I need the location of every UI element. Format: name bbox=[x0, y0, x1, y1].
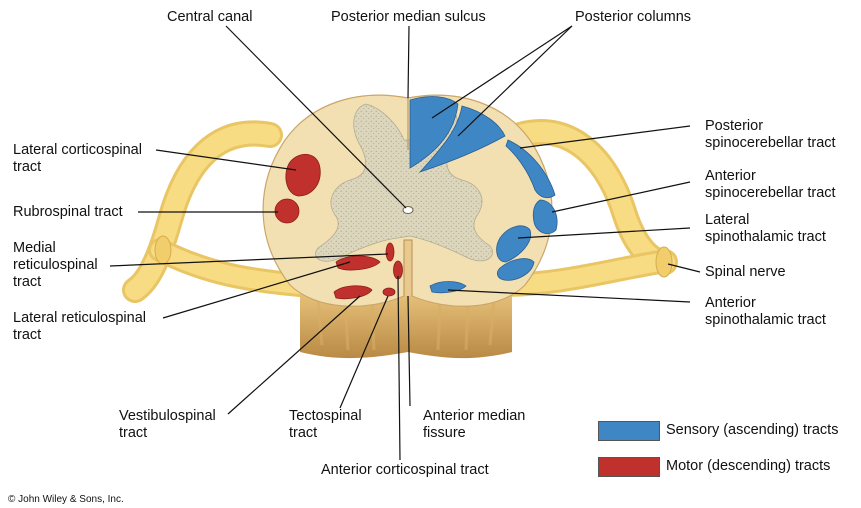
leader-posterior-columns-2 bbox=[458, 26, 572, 136]
label-rubrospinal-tract: Rubrospinal tract bbox=[13, 204, 123, 221]
label-posterior-median-sulcus: Posterior median sulcus bbox=[331, 9, 486, 26]
label-posterior-columns: Posterior columns bbox=[575, 9, 691, 26]
label-lateral-corticospinal-tract: Lateral corticospinal tract bbox=[13, 142, 142, 176]
anterior-median-fissure bbox=[404, 240, 412, 296]
label-anterior-median-fissure: Anterior median fissure bbox=[423, 408, 525, 442]
anterior-spinocerebellar-tract bbox=[533, 200, 557, 234]
label-medial-reticulospinal-tract: Medial reticulospinal tract bbox=[13, 240, 98, 291]
label-anterior-corticospinal-tract: Anterior corticospinal tract bbox=[321, 462, 489, 479]
label-tectospinal-tract: Tectospinal tract bbox=[289, 408, 362, 442]
label-posterior-spinocerebellar-tract: Posterior spinocerebellar tract bbox=[705, 118, 836, 152]
leader-posterior-median-sulcus bbox=[408, 26, 409, 98]
legend-sensory-label: Sensory (ascending) tracts bbox=[666, 422, 838, 438]
label-spinal-nerve: Spinal nerve bbox=[705, 264, 786, 281]
label-anterior-spinocerebellar-tract: Anterior spinocerebellar tract bbox=[705, 168, 836, 202]
tectospinal-tract bbox=[383, 288, 395, 296]
leader-posterior-columns-1 bbox=[432, 26, 572, 118]
label-vestibulospinal-tract: Vestibulospinal tract bbox=[119, 408, 216, 442]
copyright-credit: © John Wiley & Sons, Inc. bbox=[8, 494, 124, 505]
label-central-canal: Central canal bbox=[167, 9, 252, 26]
legend-sensory-swatch bbox=[598, 421, 660, 441]
medial-reticulospinal-tract bbox=[386, 243, 394, 261]
central-canal bbox=[403, 207, 413, 214]
label-lateral-reticulospinal-tract: Lateral reticulospinal tract bbox=[13, 310, 146, 344]
legend-motor-swatch bbox=[598, 457, 660, 477]
rubrospinal-tract bbox=[275, 199, 299, 223]
label-lateral-spinothalamic-tract: Lateral spinothalamic tract bbox=[705, 212, 826, 246]
legend-motor-label: Motor (descending) tracts bbox=[666, 458, 830, 474]
label-anterior-spinothalamic-tract: Anterior spinothalamic tract bbox=[705, 295, 826, 329]
